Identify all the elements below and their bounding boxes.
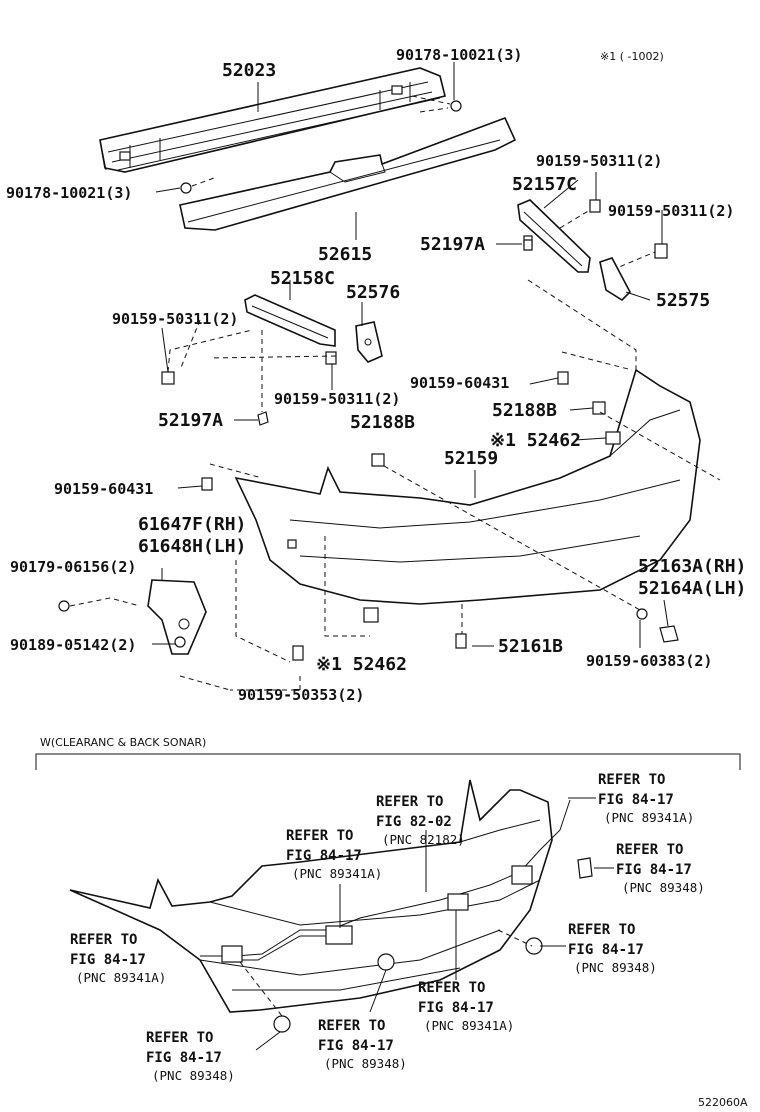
svg-text:REFER TO: REFER TO [318, 1018, 385, 1034]
nut-90178-left [180, 177, 215, 194]
svg-text:REFER TO: REFER TO [616, 842, 683, 858]
note-top: ※1 ( -1002) [600, 50, 664, 63]
clip-52197A-left [257, 411, 269, 426]
svg-text:FIG 84-17: FIG 84-17 [146, 1050, 222, 1066]
part-90178-left: 90178-10021(3) [6, 184, 132, 202]
svg-text:REFER TO: REFER TO [376, 794, 443, 810]
reinforcement-bar-52023 [99, 67, 446, 173]
clip-90159-50311-d [325, 351, 337, 365]
clip-52197A-right [523, 239, 533, 251]
part-90159-60431-b: 90159-60431 [54, 480, 153, 498]
svg-text:REFER TO: REFER TO [286, 828, 353, 844]
svg-text:FIG 84-17: FIG 84-17 [568, 942, 644, 958]
ref-callout-6: REFER TO FIG 84-17 (PNC 89348) [568, 922, 657, 975]
part-90178-top: 90178-10021(3) [396, 46, 522, 64]
part-90159-50353: 90159-50353(2) [238, 686, 364, 704]
svg-text:(PNC 89348): (PNC 89348) [324, 1056, 407, 1071]
wiring-harness [221, 799, 571, 963]
svg-text:REFER TO: REFER TO [146, 1030, 213, 1046]
bumper-cover-sonar [69, 779, 553, 1013]
part-90159-50311-d: 90159-50311(2) [274, 390, 400, 408]
part-90159-60431-a: 90159-60431 [410, 374, 509, 392]
label-leaders-bottom [200, 797, 614, 1051]
bracket-61647F-61648H [58, 579, 207, 655]
retainer-52158C [244, 294, 336, 347]
svg-text:FIG 84-17: FIG 84-17 [616, 862, 692, 878]
svg-text:REFER TO: REFER TO [598, 772, 665, 788]
ref-callout-3: REFER TO FIG 84-17 (PNC 89341A) [286, 828, 382, 881]
svg-text:FIG 84-17: FIG 84-17 [70, 952, 146, 968]
svg-text:REFER TO: REFER TO [418, 980, 485, 996]
part-52576: 52576 [346, 282, 400, 303]
part-52615: 52615 [318, 244, 372, 265]
part-52188B: 52188B [492, 400, 557, 421]
clip-90159-50311-b [611, 243, 668, 271]
clip-90159-50311-a [559, 199, 601, 229]
svg-text:(PNC 82182): (PNC 82182) [382, 832, 465, 847]
svg-text:(PNC 89348): (PNC 89348) [574, 960, 657, 975]
part-52575: 52575 [656, 290, 710, 311]
bracket-52576 [355, 321, 383, 363]
screw-52161B [455, 633, 467, 649]
ref-callout-1: REFER TO FIG 84-17 (PNC 89341A) [598, 772, 694, 825]
svg-text:(PNC 89341A): (PNC 89341A) [424, 1018, 514, 1033]
ref-callout-9: REFER TO FIG 84-17 (PNC 89348) [146, 1030, 235, 1083]
part-52023: 52023 [222, 60, 276, 81]
section-title: W(CLEARANC & BACK SONAR) [40, 736, 206, 749]
energy-absorber-52615 [179, 116, 517, 231]
part-52163A: 52163A(RH) [638, 556, 746, 577]
leader-lines-top [179, 279, 721, 691]
ref-callout-4: REFER TO FIG 84-17 (PNC 89348) [616, 842, 705, 895]
part-90179: 90179-06156(2) [10, 558, 136, 576]
svg-text:FIG 84-17: FIG 84-17 [418, 1000, 494, 1016]
sonar-sensors [239, 857, 593, 1033]
part-90189: 90189-05142(2) [10, 636, 136, 654]
ref-callout-7: REFER TO FIG 84-17 (PNC 89341A) [418, 980, 514, 1033]
retainer-52157C [517, 199, 591, 273]
svg-text:REFER TO: REFER TO [70, 932, 137, 948]
part-52197A-left: 52197A [158, 410, 223, 431]
section-bracket [35, 753, 741, 770]
part-61648H: 61648H(LH) [138, 536, 246, 557]
bracket-52575 [599, 257, 631, 302]
svg-text:FIG 84-17: FIG 84-17 [598, 792, 674, 808]
part-52164A: 52164A(LH) [638, 578, 746, 599]
screw-90159-50353 [292, 645, 304, 661]
part-90159-60383: 90159-60383(2) [586, 652, 712, 670]
svg-text:(PNC 89348): (PNC 89348) [152, 1068, 235, 1083]
clip-90159-50311-c [161, 329, 253, 385]
ref-callout-8: REFER TO FIG 84-17 (PNC 89348) [318, 1018, 407, 1071]
part-52157C: 52157C [512, 174, 577, 195]
pad-52462 [363, 607, 379, 623]
svg-text:FIG 84-17: FIG 84-17 [318, 1038, 394, 1054]
part-90159-50311-b: 90159-50311(2) [608, 202, 734, 220]
ref-callout-5: REFER TO FIG 84-17 (PNC 89341A) [70, 932, 166, 985]
label-leaders-top [152, 62, 669, 648]
ref-callout-2: REFER TO FIG 82-02 (PNC 82182) [376, 794, 465, 847]
svg-text:(PNC 89341A): (PNC 89341A) [76, 970, 166, 985]
part-90159-50311-a: 90159-50311(2) [536, 152, 662, 170]
svg-text:(PNC 89341A): (PNC 89341A) [292, 866, 382, 881]
nut-90178-top [411, 95, 462, 113]
svg-text:(PNC 89341A): (PNC 89341A) [604, 810, 694, 825]
part-52462-b: ※1 52462 [316, 654, 407, 675]
part-52188B-2: 52188B [350, 412, 415, 433]
figure-code: 522060A [698, 1096, 748, 1109]
svg-text:(PNC 89348): (PNC 89348) [622, 880, 705, 895]
part-52161B: 52161B [498, 636, 563, 657]
svg-text:FIG 82-02: FIG 82-02 [376, 814, 452, 830]
svg-text:REFER TO: REFER TO [568, 922, 635, 938]
svg-text:FIG 84-17: FIG 84-17 [286, 848, 362, 864]
bumper-cover-52159 [234, 368, 701, 605]
part-90159-50311-c: 90159-50311(2) [112, 310, 238, 328]
cap-52163A-52164A [636, 608, 679, 643]
part-52159: 52159 [444, 448, 498, 469]
part-52462-a: ※1 52462 [490, 430, 581, 451]
part-61647F: 61647F(RH) [138, 514, 246, 535]
part-52158C: 52158C [270, 268, 335, 289]
part-52197A-right: 52197A [420, 234, 485, 255]
